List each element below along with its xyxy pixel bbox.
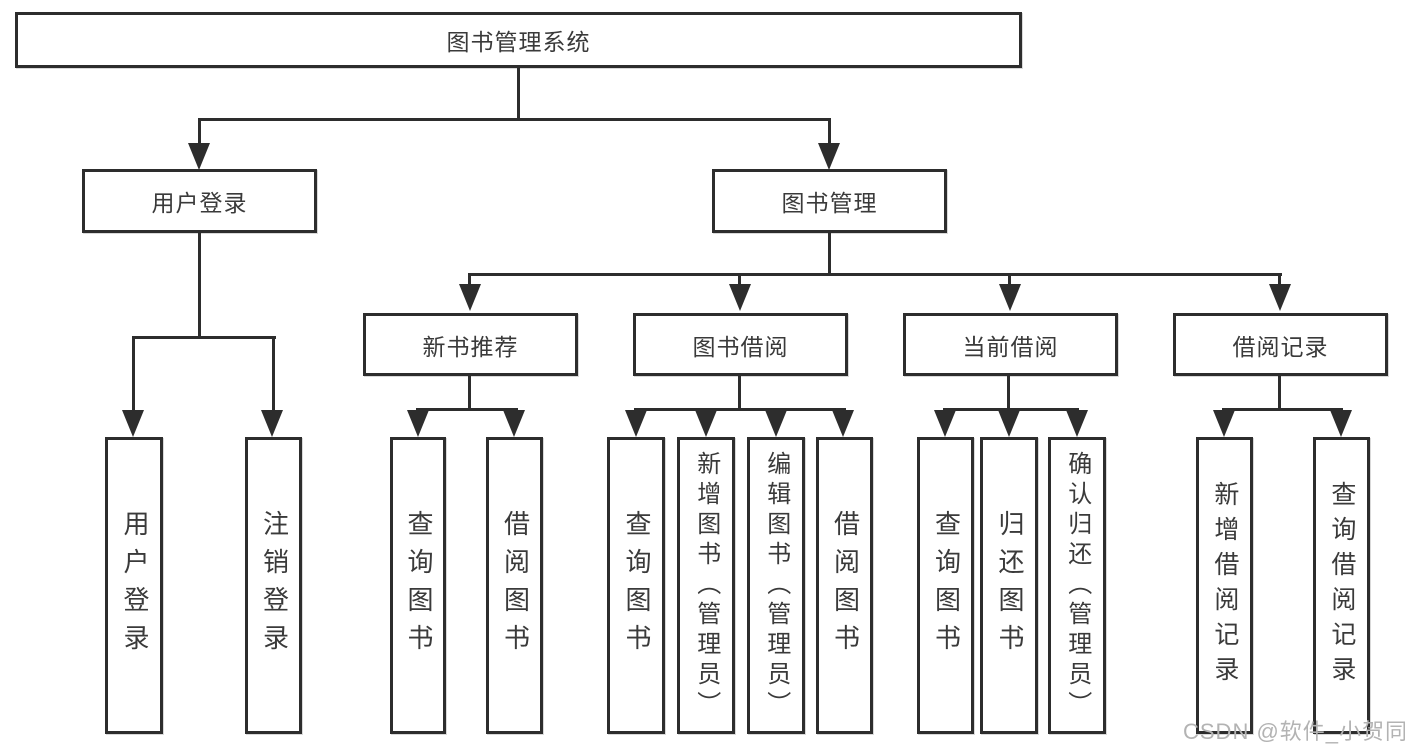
node-label: 图书借阅: [692, 333, 789, 360]
arrow-down-icon: [998, 410, 1020, 437]
connector-line: [468, 273, 1282, 276]
arrow-down-icon: [999, 284, 1021, 311]
node-borrowing-records: 借阅记录: [1173, 313, 1388, 376]
arrow-down-icon: [1330, 410, 1352, 437]
node-leaf-user-login: 用户登录: [105, 437, 163, 734]
connector-line: [198, 118, 831, 121]
connector-line: [828, 230, 831, 275]
node-current-borrowing: 当前借阅: [903, 313, 1118, 376]
connector-line: [943, 408, 1079, 411]
connector-line: [1278, 273, 1281, 287]
connector-line: [468, 273, 471, 287]
node-label: 当前借阅: [962, 333, 1059, 360]
node-leaf-logout-login: 注销登录: [245, 437, 302, 734]
node-label: 查询图书: [403, 509, 434, 662]
arrow-down-icon: [122, 410, 144, 437]
arrow-down-icon: [695, 410, 717, 437]
arrow-down-icon: [818, 143, 840, 170]
connector-line: [1222, 408, 1343, 411]
connector-line: [272, 336, 275, 412]
csdn-watermark: CSDN @软件_小贺同学: [1183, 719, 1405, 744]
node-label: 图书管理: [781, 190, 878, 216]
node-label: 借阅图书: [500, 509, 531, 662]
connector-line: [738, 273, 741, 287]
connector-line: [517, 65, 520, 120]
node-leaf-query-books-2: 查询图书: [607, 437, 665, 734]
arrow-down-icon: [625, 410, 647, 437]
arrow-down-icon: [459, 284, 481, 311]
node-label: 图书管理系统: [446, 29, 591, 55]
connector-line: [1278, 374, 1281, 411]
node-label: 查询借阅记录: [1327, 480, 1356, 691]
node-leaf-add-books-admin: 新增图书（管理员）: [677, 437, 735, 734]
arrow-down-icon: [934, 410, 956, 437]
arrow-down-icon: [1066, 410, 1088, 437]
node-label: 确认归还（管理员）: [1063, 450, 1091, 721]
node-leaf-query-books-3: 查询图书: [917, 437, 974, 734]
node-user-login: 用户登录: [82, 169, 317, 233]
node-leaf-query-books-1: 查询图书: [390, 437, 446, 734]
node-leaf-edit-books-admin: 编辑图书（管理员）: [747, 437, 805, 734]
arrow-down-icon: [765, 410, 787, 437]
node-book-management: 图书管理: [712, 169, 947, 233]
arrow-down-icon: [261, 410, 283, 437]
node-label: 用户登录: [119, 509, 150, 662]
arrow-down-icon: [1269, 284, 1291, 311]
node-label: 编辑图书（管理员）: [762, 450, 790, 721]
node-label: 用户登录: [151, 190, 248, 216]
arrow-down-icon: [407, 410, 429, 437]
connector-line: [198, 230, 201, 338]
node-label: 借阅图书: [830, 509, 861, 662]
connector-line: [132, 336, 135, 412]
arrow-down-icon: [729, 284, 751, 311]
node-new-book-recommend: 新书推荐: [363, 313, 578, 376]
connector-line: [132, 336, 276, 339]
node-label: 借阅记录: [1232, 333, 1329, 360]
node-leaf-confirm-return-admin: 确认归还（管理员）: [1048, 437, 1106, 734]
arrow-down-icon: [188, 143, 210, 170]
connector-line: [198, 118, 201, 146]
node-label: 归还图书: [994, 509, 1025, 662]
node-leaf-borrow-books-2: 借阅图书: [816, 437, 873, 734]
node-book-borrowing: 图书借阅: [633, 313, 848, 376]
node-label: 新增借阅记录: [1210, 480, 1239, 691]
node-library-system: 图书管理系统: [15, 12, 1022, 68]
node-label: 新书推荐: [422, 333, 519, 360]
connector-line: [1007, 374, 1010, 411]
node-label: 注销登录: [259, 509, 290, 662]
arrow-down-icon: [1213, 410, 1235, 437]
connector-line: [634, 408, 846, 411]
connector-line: [828, 118, 831, 146]
node-label: 查询图书: [621, 509, 652, 662]
connector-line: [468, 374, 471, 411]
node-label: 查询图书: [931, 509, 962, 662]
node-leaf-query-borrow-record: 查询借阅记录: [1313, 437, 1370, 734]
node-leaf-return-books: 归还图书: [980, 437, 1038, 734]
node-leaf-borrow-books-1: 借阅图书: [486, 437, 543, 734]
connector-line: [416, 408, 518, 411]
node-leaf-add-borrow-record: 新增借阅记录: [1196, 437, 1253, 734]
arrow-down-icon: [503, 410, 525, 437]
node-label: 新增图书（管理员）: [692, 450, 720, 721]
connector-line: [1008, 273, 1011, 287]
connector-line: [738, 374, 741, 411]
arrow-down-icon: [832, 410, 854, 437]
